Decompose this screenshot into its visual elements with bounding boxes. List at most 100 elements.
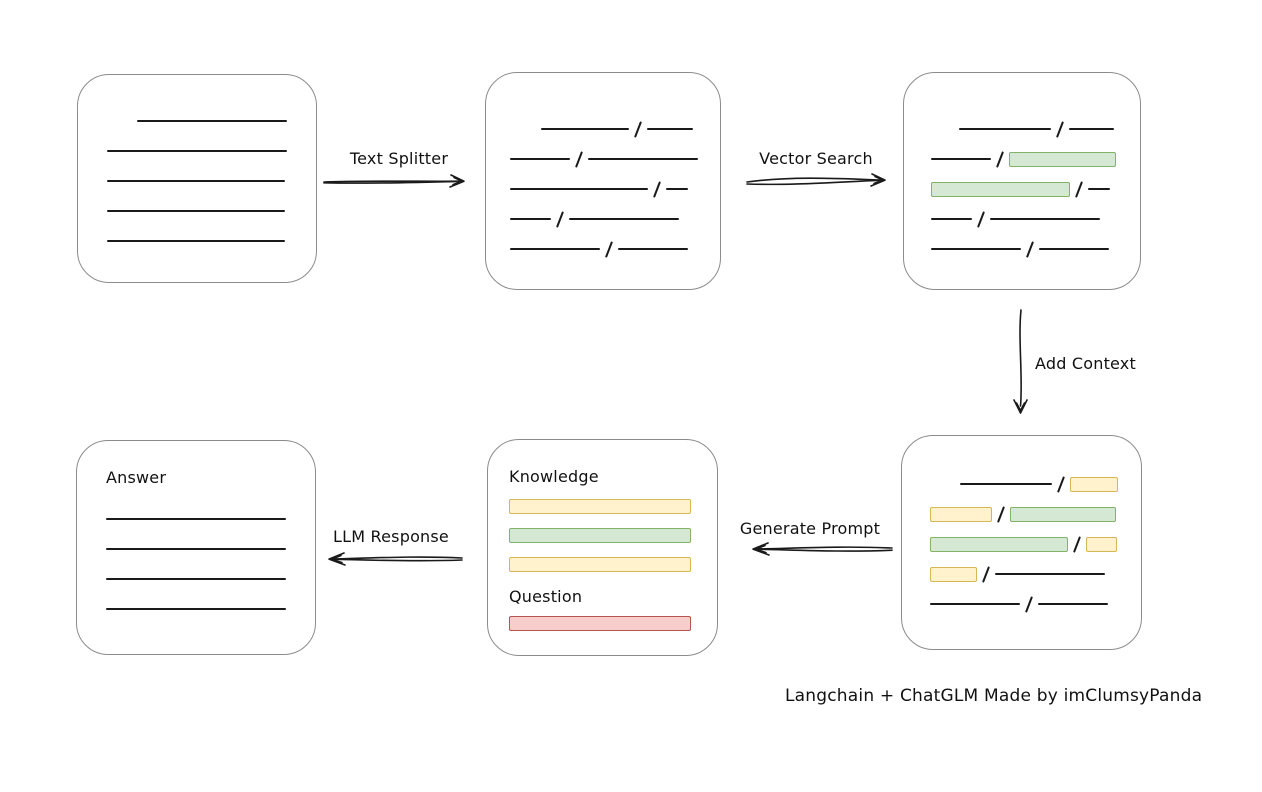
slash-separator <box>605 240 613 258</box>
add-context-label: Add Context <box>1035 354 1136 373</box>
text-splitter-label: Text Splitter <box>349 149 449 168</box>
chunk-row <box>106 564 315 594</box>
text-line <box>666 188 688 190</box>
vector-search-arrow <box>746 170 891 194</box>
chunk-row <box>106 534 315 564</box>
text-line <box>510 158 570 160</box>
chunk-row <box>510 144 720 174</box>
matched-chunk <box>509 528 691 543</box>
generate-prompt-arrow <box>742 540 894 562</box>
text-line <box>990 218 1100 220</box>
llm-response-arrow <box>318 550 464 572</box>
slash-separator <box>653 180 661 198</box>
context-chunk <box>509 499 691 514</box>
answer-box: Answer <box>76 440 316 655</box>
matched-chunk <box>931 181 1070 197</box>
document-box <box>77 74 317 283</box>
answer-lines <box>106 504 315 624</box>
slash-separator <box>575 150 583 168</box>
add-context-arrow <box>1010 309 1032 423</box>
chunk-row <box>107 166 316 196</box>
text-line <box>931 158 991 160</box>
chunk-row <box>930 529 1141 559</box>
text-line <box>106 578 286 580</box>
chunk-row <box>510 114 720 144</box>
text-line <box>107 240 285 242</box>
generate-prompt-label: Generate Prompt <box>739 519 881 538</box>
text-line <box>106 518 286 520</box>
text-line <box>106 548 286 550</box>
matched-chunk <box>930 536 1068 552</box>
text-line <box>541 128 629 130</box>
slash-separator <box>982 565 990 583</box>
matched-chunk <box>1010 506 1116 522</box>
question-bar <box>509 609 717 638</box>
indent-spacer <box>107 121 137 122</box>
text-line <box>960 483 1052 485</box>
chunk-row <box>509 492 717 521</box>
text-line <box>510 248 600 250</box>
llm-response-label: LLM Response <box>333 527 449 546</box>
indent-spacer <box>930 484 960 485</box>
chunk-row <box>106 504 315 534</box>
question-heading: Question <box>509 587 583 606</box>
slash-separator <box>634 120 642 138</box>
context-chunk <box>509 557 691 572</box>
slash-separator <box>1075 180 1083 198</box>
chunk-rows <box>510 114 720 264</box>
text-line <box>995 573 1105 575</box>
text-line <box>1088 188 1110 190</box>
matched-chunks-box <box>903 72 1141 290</box>
text-line <box>569 218 679 220</box>
chunk-row <box>107 226 316 256</box>
chunk-row <box>930 589 1141 619</box>
text-line <box>107 210 285 212</box>
context-chunk <box>1086 536 1117 552</box>
slash-separator <box>1057 475 1065 493</box>
chunk-row <box>107 136 316 166</box>
slash-separator <box>1025 595 1033 613</box>
text-line <box>106 608 286 610</box>
document-lines <box>107 106 316 256</box>
slash-separator <box>997 505 1005 523</box>
text-line <box>1069 128 1114 130</box>
chunk-row <box>930 469 1141 499</box>
chunk-row <box>931 174 1140 204</box>
context-chunk-rows <box>930 469 1141 619</box>
chunk-row <box>931 204 1140 234</box>
text-line <box>647 128 693 130</box>
context-chunk <box>930 566 977 582</box>
answer-heading: Answer <box>106 468 167 487</box>
attribution-text: Langchain + ChatGLM Made by imClumsyPand… <box>785 686 1203 706</box>
slash-separator <box>1056 120 1064 138</box>
prompt-box: Knowledge Question <box>487 439 718 656</box>
text-line <box>959 128 1051 130</box>
text-line <box>588 158 698 160</box>
text-line <box>510 218 551 220</box>
matched-chunk <box>1009 151 1116 167</box>
context-chunk <box>930 506 992 522</box>
slash-separator <box>1073 535 1081 553</box>
vector-search-label: Vector Search <box>759 149 873 168</box>
slash-separator <box>1026 240 1034 258</box>
chunk-row <box>510 204 720 234</box>
chunk-row <box>510 174 720 204</box>
slash-separator <box>996 150 1004 168</box>
text-line <box>107 180 285 182</box>
indent-spacer <box>931 129 959 130</box>
chunk-row <box>930 499 1141 529</box>
text-line <box>107 150 287 152</box>
text-line <box>931 248 1021 250</box>
chunk-row <box>931 234 1140 264</box>
text-line <box>931 218 972 220</box>
chunk-row <box>509 609 717 638</box>
knowledge-heading: Knowledge <box>509 467 599 486</box>
indent-spacer <box>510 129 541 130</box>
text-line <box>137 120 287 122</box>
context-chunk <box>1070 476 1118 492</box>
chunk-row <box>931 144 1140 174</box>
chunk-row <box>509 550 717 579</box>
text-line <box>1039 248 1109 250</box>
chunk-row <box>106 594 315 624</box>
